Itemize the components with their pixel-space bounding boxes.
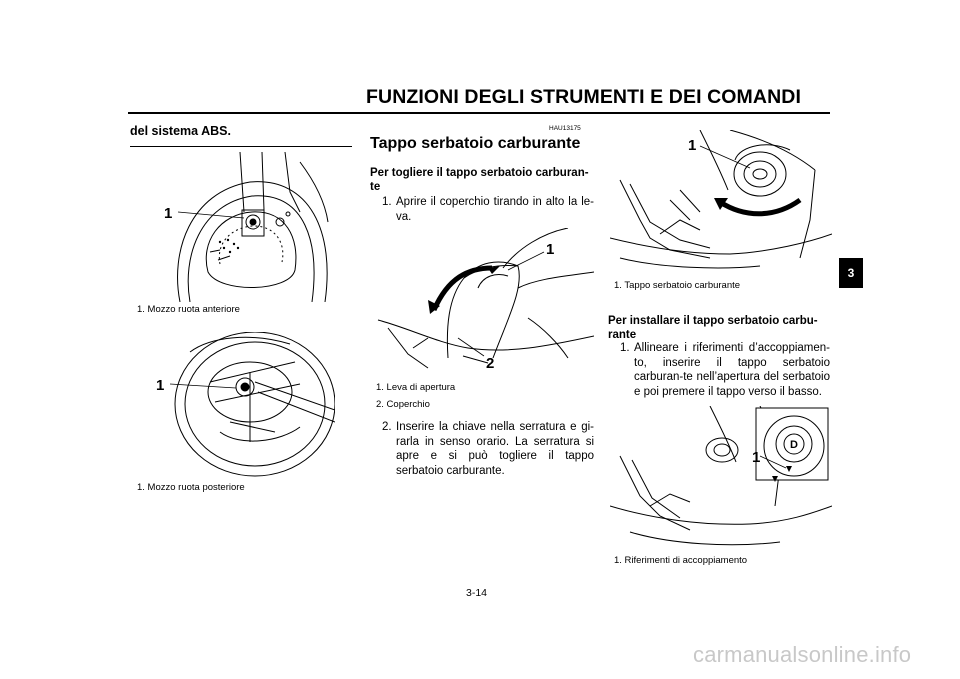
fuel-cap-illustration: 1: [610, 130, 832, 269]
front-wheel-hub-illustration: 1: [164, 152, 329, 302]
marks-callout: 1: [752, 449, 760, 466]
section-code: HAU13175: [549, 125, 581, 132]
page-header-title: FUNZIONI DEGLI STRUMENTI E DEI COMANDI: [366, 86, 801, 108]
step-number: 1.: [620, 342, 630, 354]
rear-hub-callout: 1: [156, 377, 164, 394]
remove-step-2: 2. Inserire la chiave nella serratura e …: [382, 420, 594, 478]
step-text: Inserire la chiave nella serratura e gi-…: [396, 421, 594, 477]
rear-hub-caption: 1. Mozzo ruota posteriore: [137, 482, 245, 493]
step-text: Aprire il coperchio tirando in alto la l…: [396, 196, 594, 223]
remove-subheading: Per togliere il tappo serbatoio carburan…: [370, 167, 589, 193]
remove-step-1: 1. Aprire il coperchio tirando in alto l…: [382, 195, 594, 224]
install-step-1: 1. Allineare i riferimenti d’accoppiamen…: [620, 341, 830, 399]
cover-callout-2: 2: [486, 355, 494, 372]
step-text: Allineare i riferimenti d’accoppiamen-to…: [634, 342, 830, 398]
header-rule: [128, 112, 830, 114]
fuel-cover-illustration: 1 2: [377, 228, 594, 372]
front-hub-callout: 1: [164, 205, 172, 222]
marks-caption: 1. Riferimenti di accoppiamento: [614, 555, 748, 566]
cover-caption-2: 2. Coperchio: [376, 399, 430, 410]
rear-wheel-hub-illustration: 1: [156, 332, 335, 477]
chapter-tab[interactable]: 3: [839, 258, 863, 288]
matching-marks-illustration: D 1: [610, 406, 832, 546]
cover-callout-1: 1: [546, 241, 554, 258]
cover-caption-1: 1. Leva di apertura: [376, 382, 456, 393]
cap-caption: 1. Tappo serbatoio carburante: [614, 280, 741, 291]
lead-rule: [130, 146, 352, 147]
install-subheading: Per installare il tappo serbatoio carbu-…: [608, 315, 818, 341]
step-number: 2.: [382, 421, 392, 433]
step-number: 1.: [382, 196, 392, 208]
front-hub-caption: 1. Mozzo ruota anteriore: [137, 304, 240, 315]
page-number: 3-14: [466, 587, 488, 599]
cap-callout: 1: [688, 137, 696, 154]
svg-text:D: D: [790, 439, 798, 451]
watermark: carmanualsonline.info: [693, 642, 912, 667]
lead-heading: del sistema ABS.: [130, 124, 231, 138]
section-heading: Tappo serbatoio carburante: [370, 135, 581, 152]
